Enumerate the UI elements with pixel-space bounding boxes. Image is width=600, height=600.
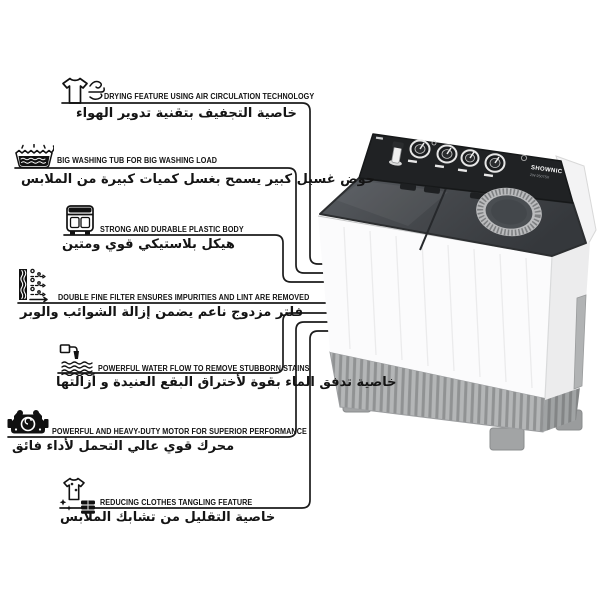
lid-seam	[419, 185, 448, 251]
spin-lid-ring	[476, 187, 542, 237]
feature-title-en: DRYING FEATURE USING AIR CIRCULATION TEC…	[104, 92, 315, 101]
feature-plastic-body: STRONG AND DURABLE PLASTIC BODY هيكل بلا…	[62, 202, 302, 254]
washer-knobs	[409, 139, 506, 173]
washing-tub-icon	[14, 144, 54, 170]
faucet-icon	[58, 342, 98, 376]
washer-body-icon	[63, 202, 97, 236]
feature-text-ar: محرك قوي عالي التحمل لأداء فائق	[12, 439, 235, 454]
filter-icon	[16, 267, 58, 303]
motor-icon	[7, 406, 49, 438]
feature-drying: DRYING FEATURE USING AIR CIRCULATION TEC…	[58, 76, 314, 124]
feature-title-en: DOUBLE FINE FILTER ENSURES IMPURITIES AN…	[58, 293, 310, 302]
feature-title-en: REDUCING CLOTHES TANGLING FEATURE	[100, 498, 253, 507]
brand-logo: SHOWNIC	[530, 165, 563, 175]
feature-text-ar: خاصية التقليل من تشابك الملابس	[60, 510, 276, 525]
washer-knob	[436, 144, 458, 164]
washer-knob	[460, 149, 480, 167]
shirt-folded-clothes-icon	[58, 477, 98, 514]
connector-lines	[7, 102, 335, 509]
feature-title-en: POWERFUL AND HEAVY-DUTY MOTOR FOR SUPERI…	[52, 427, 307, 436]
feature-water-flow: POWERFUL WATER FLOW TO REMOVE STUBBORN S…	[56, 340, 396, 394]
knob-labels	[407, 159, 494, 178]
feature-anti-tangle: REDUCING CLOTHES TANGLING FEATURE خاصية …	[56, 476, 306, 530]
washer-knob	[409, 139, 431, 159]
feature-title-en: POWERFUL WATER FLOW TO REMOVE STUBBORN S…	[98, 364, 310, 373]
inlet-lever	[389, 141, 404, 166]
connector-plastic-body	[63, 234, 331, 283]
front-grooves	[343, 226, 533, 389]
model-label: ZW-2507SX	[530, 173, 550, 180]
connector-anti-tangle	[59, 330, 335, 509]
lid-highlight	[336, 181, 448, 226]
panel-symbol	[521, 154, 528, 161]
connector-drying	[61, 102, 331, 265]
feature-title-en: BIG WASHING TUB FOR BIG WASHING LOAD	[57, 156, 218, 165]
feature-big-tub: BIG WASHING TUB FOR BIG WASHING LOAD حوض…	[13, 144, 375, 192]
connector-water-flow	[57, 312, 333, 374]
drain-hose	[573, 294, 587, 390]
feature-text-ar: حوض غسيل كبير يسمح بغسل كميات كبيرة من ا…	[21, 172, 376, 187]
shirt-wind-icon	[60, 77, 106, 105]
washing-machine-image: SHOWNIC ZW-2507SX	[317, 133, 597, 451]
base-shading	[543, 388, 580, 432]
machine-foot	[489, 427, 525, 451]
feature-text-ar: هيكل بلاستيكي قوي ومتين	[62, 237, 235, 252]
panel-symbol	[431, 140, 437, 146]
panel-marking	[375, 136, 384, 140]
machine-base-side	[543, 388, 580, 432]
feature-motor: POWERFUL AND HEAVY-DUTY MOTOR FOR SUPERI…	[6, 406, 307, 458]
feature-title-en: STRONG AND DURABLE PLASTIC BODY	[100, 225, 244, 234]
connector-motor	[7, 321, 333, 438]
front-side-edge	[544, 255, 553, 399]
feature-text-ar: خاصية التجفيف بتقنية تدوير الهواء	[76, 106, 297, 121]
washer-knob	[484, 153, 506, 173]
connector-big-tub	[14, 167, 331, 274]
feature-text-ar: فلتر مزدوج ناعم يضمن إزالة الشوائب والوب…	[20, 305, 304, 320]
feature-double-filter: DOUBLE FINE FILTER ENSURES IMPURITIES AN…	[16, 266, 310, 322]
feature-text-ar: خاصية تدفق الماء بقوة لأختراق البقع العن…	[56, 375, 397, 390]
